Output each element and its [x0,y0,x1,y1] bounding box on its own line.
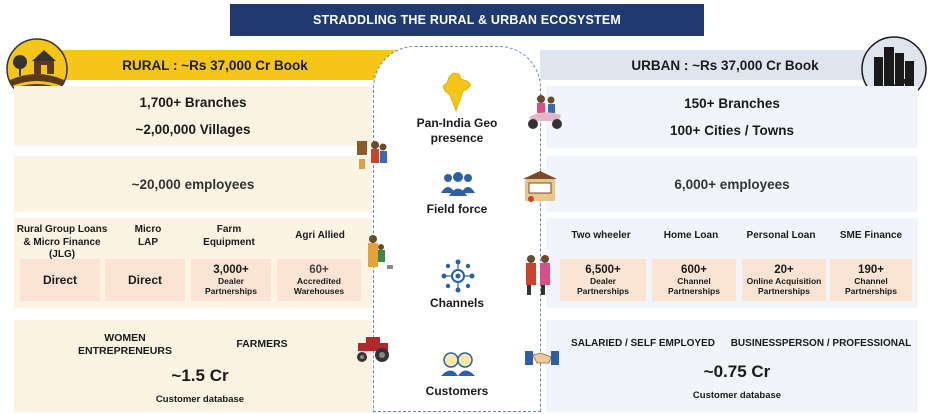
rural-channel-tile-microlap: Direct [105,259,185,301]
rural-channel-label-agri: Agri Allied [295,230,345,241]
urban-channel-label-sme: SME Finance [839,230,903,241]
rural-villages: ~2,00,000 Villages [135,122,251,137]
urban-branches: 150+ Branches [684,96,780,111]
urban-employees: 6,000+ employees [674,176,790,192]
page-title: STRADDLING THE RURAL & URBAN ECOSYSTEM [230,4,704,36]
rural-header: RURAL : ~Rs 37,000 Cr Book [30,50,400,80]
rural-customer-value: ~1.5 Cr [171,366,229,385]
scooter-people-icon [522,92,568,132]
rural-branches: 1,700+ Branches [139,95,247,110]
rural-channel-tile-jlg: Direct [20,259,100,301]
rural-channel-label-jlg: Rural Group Loans & Micro Finance (JLG) [16,224,108,260]
rural-customer-segment-women: WOMEN ENTREPRENEURS [78,332,172,358]
urban-customer-caption: Customer database [692,390,782,401]
urban-cities: 100+ Cities / Towns [670,123,794,138]
urban-channel-label-twowheeler: Two wheeler [571,230,631,241]
people-group-icon [440,170,476,198]
tractor-icon [352,330,396,364]
urban-channel-label-homeloan: Home Loan [663,230,719,241]
urban-customer-value: ~0.75 Cr [703,362,771,381]
handshake-icon [522,344,562,374]
urban-channel-tile-twowheeler: 6,500+ Dealer Partnerships [560,259,646,301]
rural-channel-tile-farm: 3,000+ Dealer Partnerships [191,259,271,301]
customers-icon [437,350,479,378]
urban-channel-label-personalloan: Personal Loan [746,230,816,241]
center-field-label: Field force [426,202,488,216]
rural-employees-panel: ~20,000 employees [14,156,372,212]
network-icon [440,258,476,294]
village-people-icon [354,136,390,172]
center-channels-label: Channels [429,296,484,310]
india-map-icon [437,70,477,114]
center-geo-label: Pan-India Geo presence [416,116,498,145]
urban-presence-panel: 150+ Branches 100+ Cities / Towns [546,86,918,148]
rural-customers-panel [14,320,372,412]
urban-channel-tile-homeloan: 600+ Channel Partnerships [652,259,736,301]
urban-employees-panel: 6,000+ employees [546,156,918,212]
urban-customer-segment-business: BUSINESSPERSON / PROFESSIONAL [730,338,912,349]
rural-channel-tile-agri: 60+ Accredited Warehouses [277,259,361,301]
rural-customer-segment-farmers: FARMERS [236,338,288,350]
urban-couple-icon [518,252,558,298]
urban-channel-tile-personalloan: 20+ Online Acquisition Partnerships [742,259,826,301]
center-customers-label: Customers [425,384,489,398]
urban-header: URBAN : ~Rs 37,000 Cr Book [540,50,910,80]
family-icon [360,232,396,278]
urban-channel-tile-sme: 190+ Channel Partnerships [830,259,912,301]
rural-employees: ~20,000 employees [131,176,255,192]
shop-icon [520,168,560,206]
rural-presence-panel: 1,700+ Branches ~2,00,000 Villages [14,86,372,146]
urban-customers-panel [546,320,918,412]
rural-channel-label-microlap: Micro LAP [134,224,162,248]
urban-customer-segment-salaried: SALARIED / SELF EMPLOYED [571,338,715,349]
rural-customer-caption: Customer database [155,394,245,405]
rural-channel-label-farm: Farm Equipment [203,224,255,248]
